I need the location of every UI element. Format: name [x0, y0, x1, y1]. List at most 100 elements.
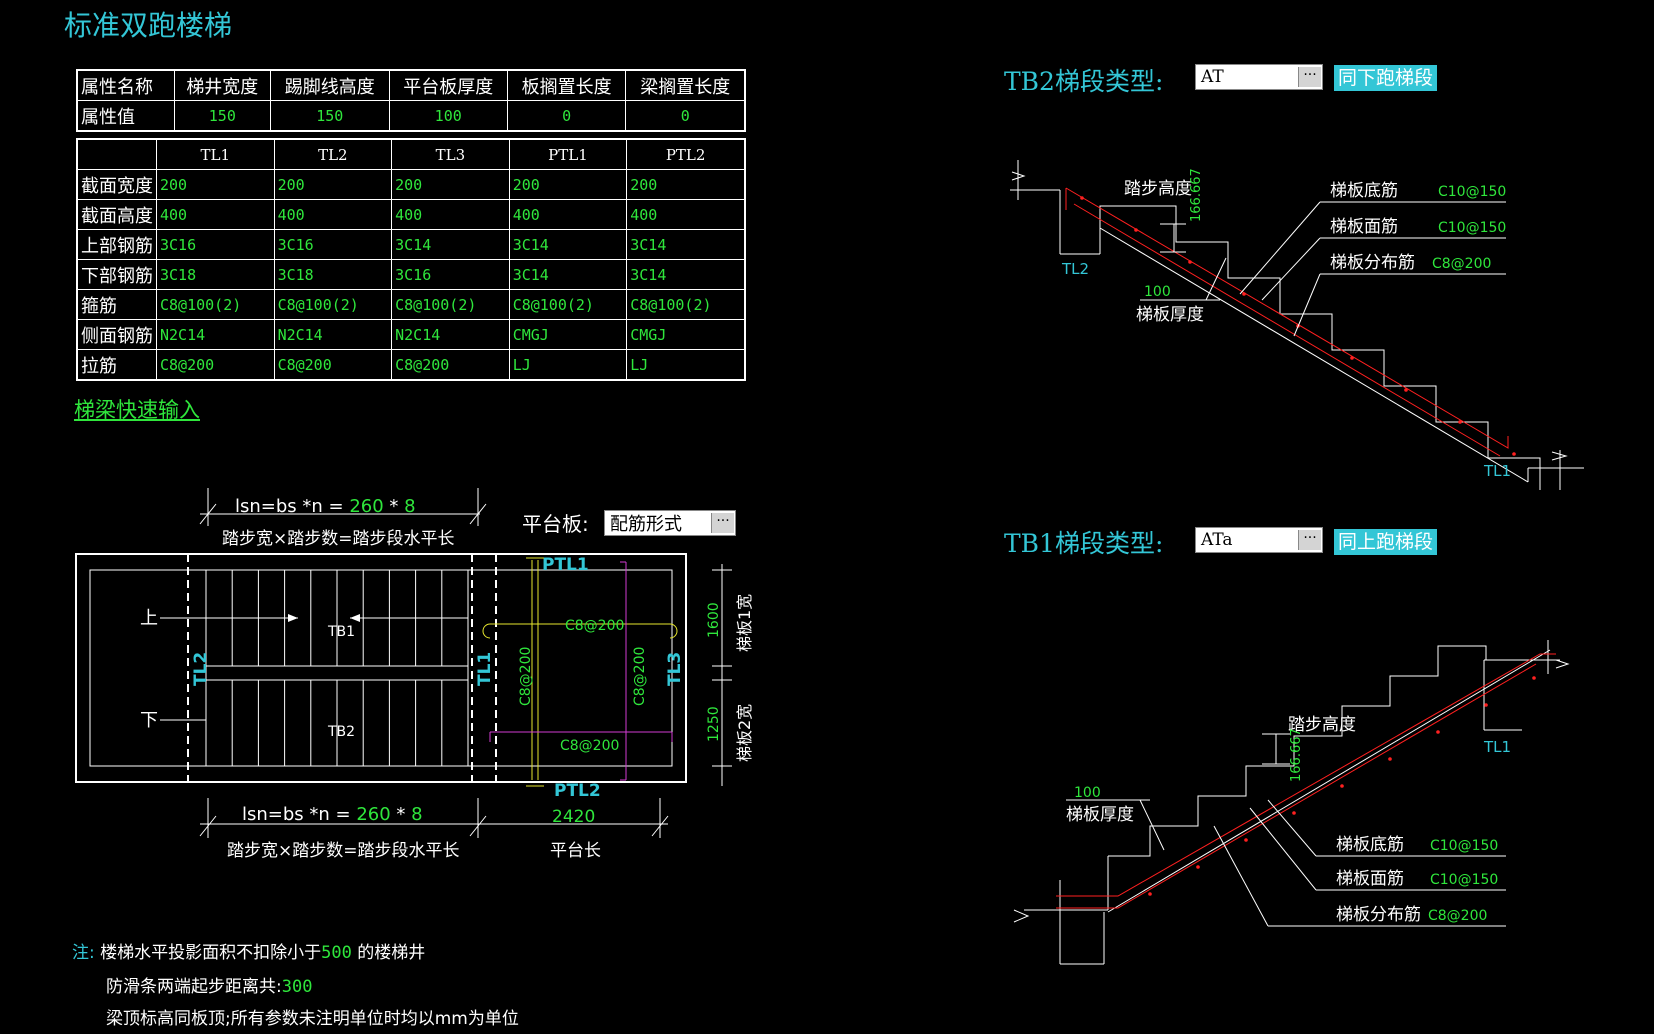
tb1-thickness-value: 100 — [1074, 785, 1101, 801]
stair1-width-value: 1600 — [706, 602, 722, 638]
property-value-cell[interactable]: 0 — [506, 100, 627, 132]
tb1-type-combo[interactable]: ATa ··· — [1195, 527, 1323, 553]
beam-column-header: PTL1 — [508, 138, 628, 170]
beam-value-cell[interactable]: 200 — [273, 169, 393, 200]
beam-quick-input-link[interactable]: 梯梁快速输入 — [74, 398, 200, 422]
beam-row-label: 拉筋 — [76, 349, 157, 381]
beam-value-cell[interactable]: 400 — [273, 199, 393, 230]
beam-value-cell[interactable]: C8@100(2) — [508, 289, 628, 320]
beam-value-cell[interactable]: C8@100(2) — [273, 289, 393, 320]
note-text: 防滑条两端起步距离共: — [106, 977, 282, 997]
rebar-dot — [1436, 730, 1440, 734]
beam-value-cell[interactable]: 3C18 — [273, 259, 393, 290]
rebar-dot — [1292, 811, 1296, 815]
beam-value-cell[interactable]: C8@200 — [391, 349, 510, 381]
beam-value-cell[interactable]: 400 — [156, 199, 275, 230]
beam-value-cell[interactable]: N2C14 — [273, 319, 393, 350]
property-value-row: 属性值 150 150 100 0 0 — [76, 100, 746, 132]
beam-row-label: 侧面钢筋 — [76, 319, 157, 350]
beam-value-cell[interactable]: C8@200 — [273, 349, 393, 381]
beam-value-cell[interactable]: 200 — [626, 169, 746, 200]
rebar-label: C8@200 — [560, 738, 619, 754]
beam-corner-cell — [76, 138, 157, 170]
property-header-row: 属性名称 梯井宽度 踢脚线高度 平台板厚度 板搁置长度 梁搁置长度 — [76, 69, 746, 101]
beam-value-cell[interactable]: 400 — [626, 199, 746, 230]
tb2-type-value: AT — [1201, 67, 1224, 87]
tl3-label: TL3 — [665, 652, 685, 686]
beam-row-label: 下部钢筋 — [76, 259, 157, 290]
rebar-dot — [1350, 356, 1354, 360]
beam-value-cell[interactable]: 400 — [391, 199, 510, 230]
tb1-same-as-upper-button[interactable]: 同上跑梯段 — [1334, 529, 1438, 555]
tb2-section-drawing: 踏步高度 166.667 梯板底筋 C10@150 梯板面筋 C10@150 梯… — [1010, 160, 1584, 490]
beam-row-label: 截面宽度 — [76, 169, 157, 200]
property-value-cell[interactable]: 150 — [270, 100, 390, 132]
beam-value-cell[interactable]: C8@200 — [156, 349, 275, 381]
beam-value-cell[interactable]: 3C14 — [626, 229, 746, 260]
beam-value-cell[interactable]: 3C18 — [156, 259, 275, 290]
beam-value-cell[interactable]: 3C16 — [273, 229, 393, 260]
beam-value-cell[interactable]: N2C14 — [391, 319, 510, 350]
property-value-cell[interactable]: 0 — [625, 100, 746, 132]
rebar-dot — [1458, 420, 1462, 424]
beam-value-cell[interactable]: 3C14 — [508, 229, 628, 260]
property-header-cell: 属性名称 — [76, 69, 175, 101]
tb1-tl-right-label: TL1 — [1483, 738, 1511, 756]
ptl1-label: PTL1 — [542, 555, 589, 575]
tl2-label: TL2 — [191, 652, 211, 686]
tb2-thickness-label: 梯板厚度 — [1136, 305, 1204, 325]
note-line-3: 梁顶标高同板顶;所有参数未注明单位时均以mm为单位 — [106, 1009, 519, 1029]
beam-value-cell[interactable]: 3C16 — [391, 259, 510, 290]
beam-value-cell[interactable]: 200 — [156, 169, 275, 200]
rebar-dot — [1404, 388, 1408, 392]
rebar-dot — [1242, 292, 1246, 296]
plan-formula-caption-top: 踏步宽×踏步数=踏步段水平长 — [222, 529, 455, 549]
beam-value-cell[interactable]: CMGJ — [508, 319, 628, 350]
tb1-bottom-bar-label: 梯板底筋 — [1336, 835, 1404, 855]
tb2-label: TB2 — [327, 724, 355, 740]
ellipsis-icon[interactable]: ··· — [1298, 530, 1321, 550]
tb2-step-outline — [1099, 205, 1541, 490]
beam-value-cell[interactable]: C8@100(2) — [626, 289, 746, 320]
beam-value-cell[interactable]: LJ — [508, 349, 628, 381]
tb2-same-as-lower-button[interactable]: 同下跑梯段 — [1334, 65, 1438, 91]
beam-value-cell[interactable]: 200 — [391, 169, 510, 200]
rebar-label: C8@200 — [518, 647, 534, 706]
beam-value-cell[interactable]: 400 — [508, 199, 628, 230]
property-value-cell[interactable]: 150 — [173, 100, 272, 132]
tb1-top-bar-label: 梯板面筋 — [1336, 869, 1404, 889]
tb2-bottom-bar-value: C10@150 — [1438, 184, 1506, 200]
tb1-top-bar-value: C10@150 — [1430, 872, 1498, 888]
property-value-cell[interactable]: 100 — [388, 100, 508, 132]
beam-value-cell[interactable]: 3C14 — [626, 259, 746, 290]
tb1-type-value: ATa — [1201, 530, 1233, 550]
beam-value-cell[interactable]: C8@100(2) — [156, 289, 275, 320]
tb2-thickness-value: 100 — [1144, 284, 1171, 300]
beam-value-cell[interactable]: 3C14 — [391, 229, 510, 260]
ellipsis-icon[interactable]: ··· — [1298, 67, 1321, 87]
platform-slab-combo[interactable]: 配筋形式 ··· — [604, 510, 736, 536]
platform-label: 平台板: — [522, 512, 589, 536]
note-text: 楼梯水平投影面积不扣除小于 — [100, 943, 322, 963]
beam-value-cell[interactable]: N2C14 — [156, 319, 275, 350]
beam-value-cell[interactable]: LJ — [626, 349, 746, 381]
ellipsis-icon[interactable]: ··· — [711, 513, 734, 533]
beam-value-cell[interactable]: 3C14 — [508, 259, 628, 290]
tb2-type-combo[interactable]: AT ··· — [1195, 64, 1323, 90]
beam-value-cell[interactable]: C8@100(2) — [391, 289, 510, 320]
beam-value-cell[interactable]: 200 — [508, 169, 628, 200]
beam-row-label: 截面高度 — [76, 199, 157, 230]
tb1-dist-bar-value: C8@200 — [1428, 908, 1487, 924]
tb1-dist-bar-label: 梯板分布筋 — [1336, 905, 1421, 925]
rebar-dot — [1080, 196, 1084, 200]
rebar-dot — [1244, 838, 1248, 842]
property-header-cell: 梁搁置长度 — [625, 69, 746, 101]
beam-value-cell[interactable]: CMGJ — [626, 319, 746, 350]
platform-length-value: 2420 — [552, 807, 595, 827]
tb2-dist-bar-value: C8@200 — [1432, 256, 1491, 272]
beam-value-cell[interactable]: 3C16 — [156, 229, 275, 260]
